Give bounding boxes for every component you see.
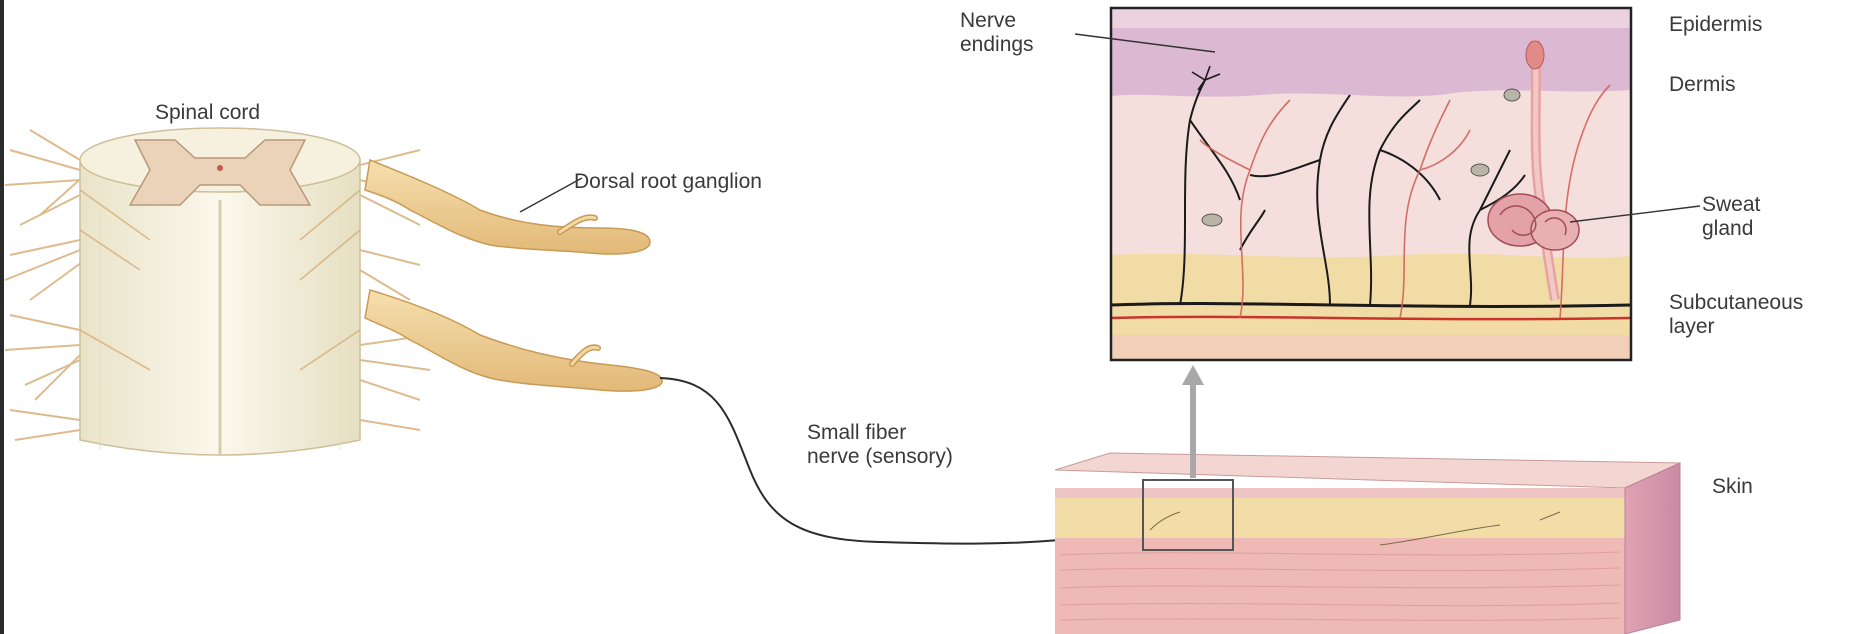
label-spinal-cord: Spinal cord	[155, 100, 260, 126]
label-subcutaneous-line2: layer	[1669, 314, 1715, 340]
central-canal	[217, 165, 223, 171]
left-rootlets	[5, 130, 85, 440]
label-sweat-gland-line1: Sweat	[1702, 192, 1760, 218]
label-sweat-gland-line2: gland	[1702, 216, 1753, 242]
label-nerve-endings-line2: endings	[960, 32, 1034, 58]
label-dermis: Dermis	[1669, 72, 1736, 98]
magnified-skin-section	[1111, 8, 1631, 360]
dorsal-root-ganglion-leader	[520, 178, 582, 212]
label-epidermis: Epidermis	[1669, 12, 1762, 38]
label-small-fiber-nerve-line2: nerve (sensory)	[807, 444, 953, 470]
label-small-fiber-nerve-line1: Small fiber	[807, 420, 906, 446]
label-nerve-endings-line1: Nerve	[960, 8, 1016, 34]
dorsal-root-ganglion-lower	[365, 290, 662, 391]
skin-block	[1055, 453, 1680, 634]
label-skin: Skin	[1712, 474, 1753, 500]
label-dorsal-root-ganglion: Dorsal root ganglion	[574, 169, 762, 195]
label-subcutaneous-line1: Subcutaneous	[1669, 290, 1803, 316]
